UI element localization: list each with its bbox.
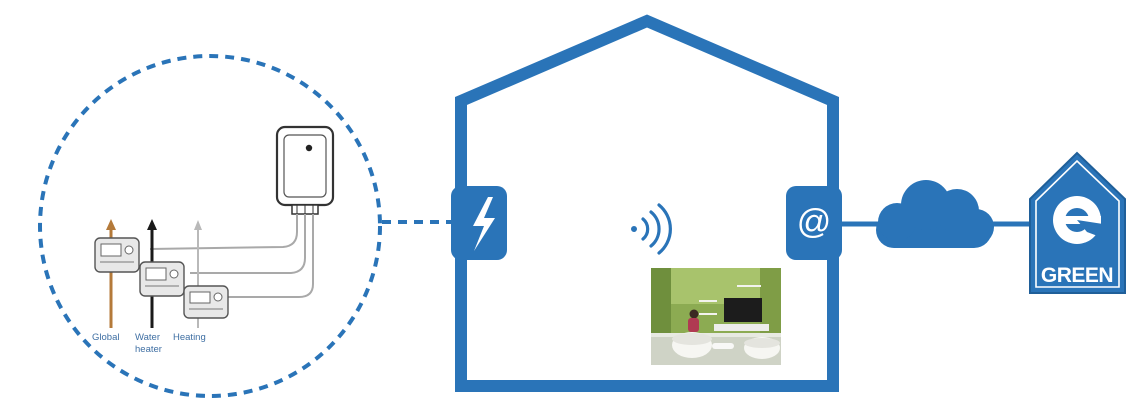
wifi-signal-icon — [631, 203, 672, 255]
house: @ — [451, 14, 880, 392]
at-badge: @ — [786, 186, 842, 260]
lightning-badge — [451, 186, 507, 260]
lightning-icon — [473, 197, 495, 251]
dashed-circle — [38, 54, 382, 398]
clamp-meter-water-heater — [139, 261, 185, 297]
cloud-icon — [876, 180, 994, 248]
house-outline — [455, 14, 839, 392]
egreen-e-letter — [1053, 196, 1103, 244]
egreen-logo-icon: GREEN — [1029, 151, 1126, 294]
logo-text: GREEN — [1041, 264, 1113, 287]
at-sign-icon: @ — [797, 203, 832, 241]
sensor-wires — [149, 214, 314, 298]
label-heating: Heating — [173, 332, 206, 343]
clamp-meter-heating — [183, 285, 229, 319]
meter-installation-circle: Global Water heater Heating — [38, 54, 452, 398]
clamp-meter-global — [94, 237, 140, 273]
label-water-heater-line2: heater — [135, 344, 162, 355]
label-global: Global — [92, 332, 119, 343]
living-room-photo — [651, 268, 781, 365]
label-water-heater-line1: Water — [135, 332, 160, 343]
smart-meter-device — [275, 125, 335, 215]
device-led — [305, 144, 313, 152]
